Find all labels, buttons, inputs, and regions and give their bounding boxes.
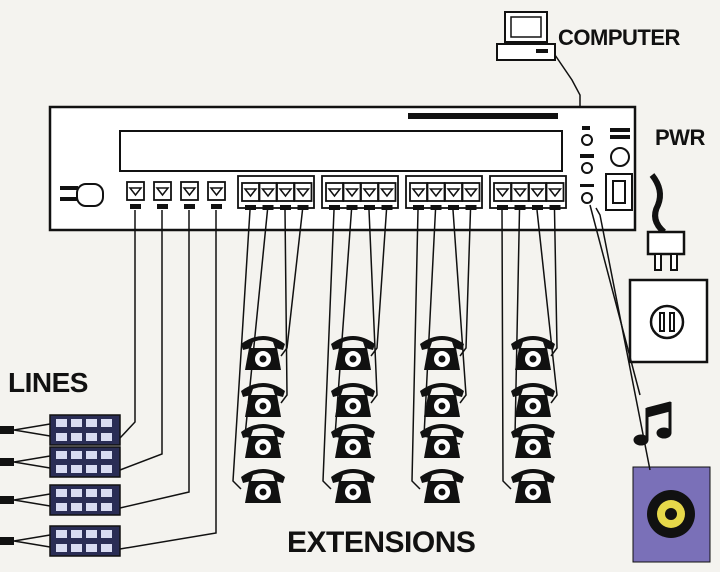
- extension-port: [461, 182, 481, 210]
- extension-port: [241, 182, 260, 210]
- lines-label: LINES: [8, 367, 88, 398]
- extensions-label: EXTENSIONS: [287, 526, 476, 559]
- vent-strip: [408, 113, 558, 119]
- telephone-icon: [241, 336, 285, 370]
- extension-port: [377, 182, 397, 210]
- line-wire: [119, 210, 163, 471]
- extension-port: [444, 182, 463, 210]
- telephone-icon: [241, 424, 285, 458]
- extension-port: [258, 182, 278, 210]
- telephone-icon: [511, 336, 555, 370]
- display-window: [119, 130, 563, 172]
- telephone-icon: [420, 383, 464, 417]
- computer-icon: [496, 11, 556, 61]
- telephone-icon: [511, 424, 555, 458]
- telephone-icon: [511, 469, 555, 503]
- wiring: [119, 209, 558, 550]
- wall-outlet-icon: [628, 278, 709, 364]
- line-port: [126, 181, 145, 209]
- computer-label: COMPUTER: [558, 25, 680, 50]
- line-port: [180, 181, 199, 209]
- extension-port: [426, 182, 446, 210]
- extension-port: [545, 182, 565, 210]
- music-cable: [589, 204, 641, 396]
- telephones: [241, 336, 555, 503]
- extension-port: [276, 182, 295, 210]
- telephone-icon: [241, 383, 285, 417]
- telephone-icon: [420, 336, 464, 370]
- line-jack-icon: [0, 525, 121, 557]
- line-jack-icon: [0, 484, 121, 516]
- rca-jack-icon: [632, 466, 711, 563]
- line-wire: [119, 210, 190, 509]
- extension-port: [409, 182, 428, 210]
- telephone-icon: [331, 469, 375, 503]
- music-note-icon: [633, 401, 672, 446]
- telephone-icon: [241, 469, 285, 503]
- power-plug-icon: [646, 173, 686, 271]
- line-port: [207, 181, 226, 209]
- line-wire: [119, 210, 136, 439]
- telephone-icon: [331, 383, 375, 417]
- audio-cable: [595, 207, 651, 471]
- telephone-icon: [420, 424, 464, 458]
- line-jacks: [0, 414, 121, 557]
- extension-port: [293, 182, 313, 210]
- port-panel: [126, 175, 567, 210]
- pbx-right-controls: [580, 126, 633, 211]
- pbx-unit: [48, 105, 637, 232]
- line-jack-icon: [0, 414, 121, 446]
- telephone-icon: [331, 336, 375, 370]
- power-label: PWR: [655, 125, 705, 150]
- line-port: [153, 181, 172, 209]
- telephone-icon: [420, 469, 464, 503]
- extension-port: [510, 182, 530, 210]
- telephone-icon: [331, 424, 375, 458]
- line-jack-icon: [0, 446, 121, 478]
- line-wire: [119, 210, 217, 550]
- pbx-left-indicator: [60, 183, 104, 207]
- telephone-icon: [511, 383, 555, 417]
